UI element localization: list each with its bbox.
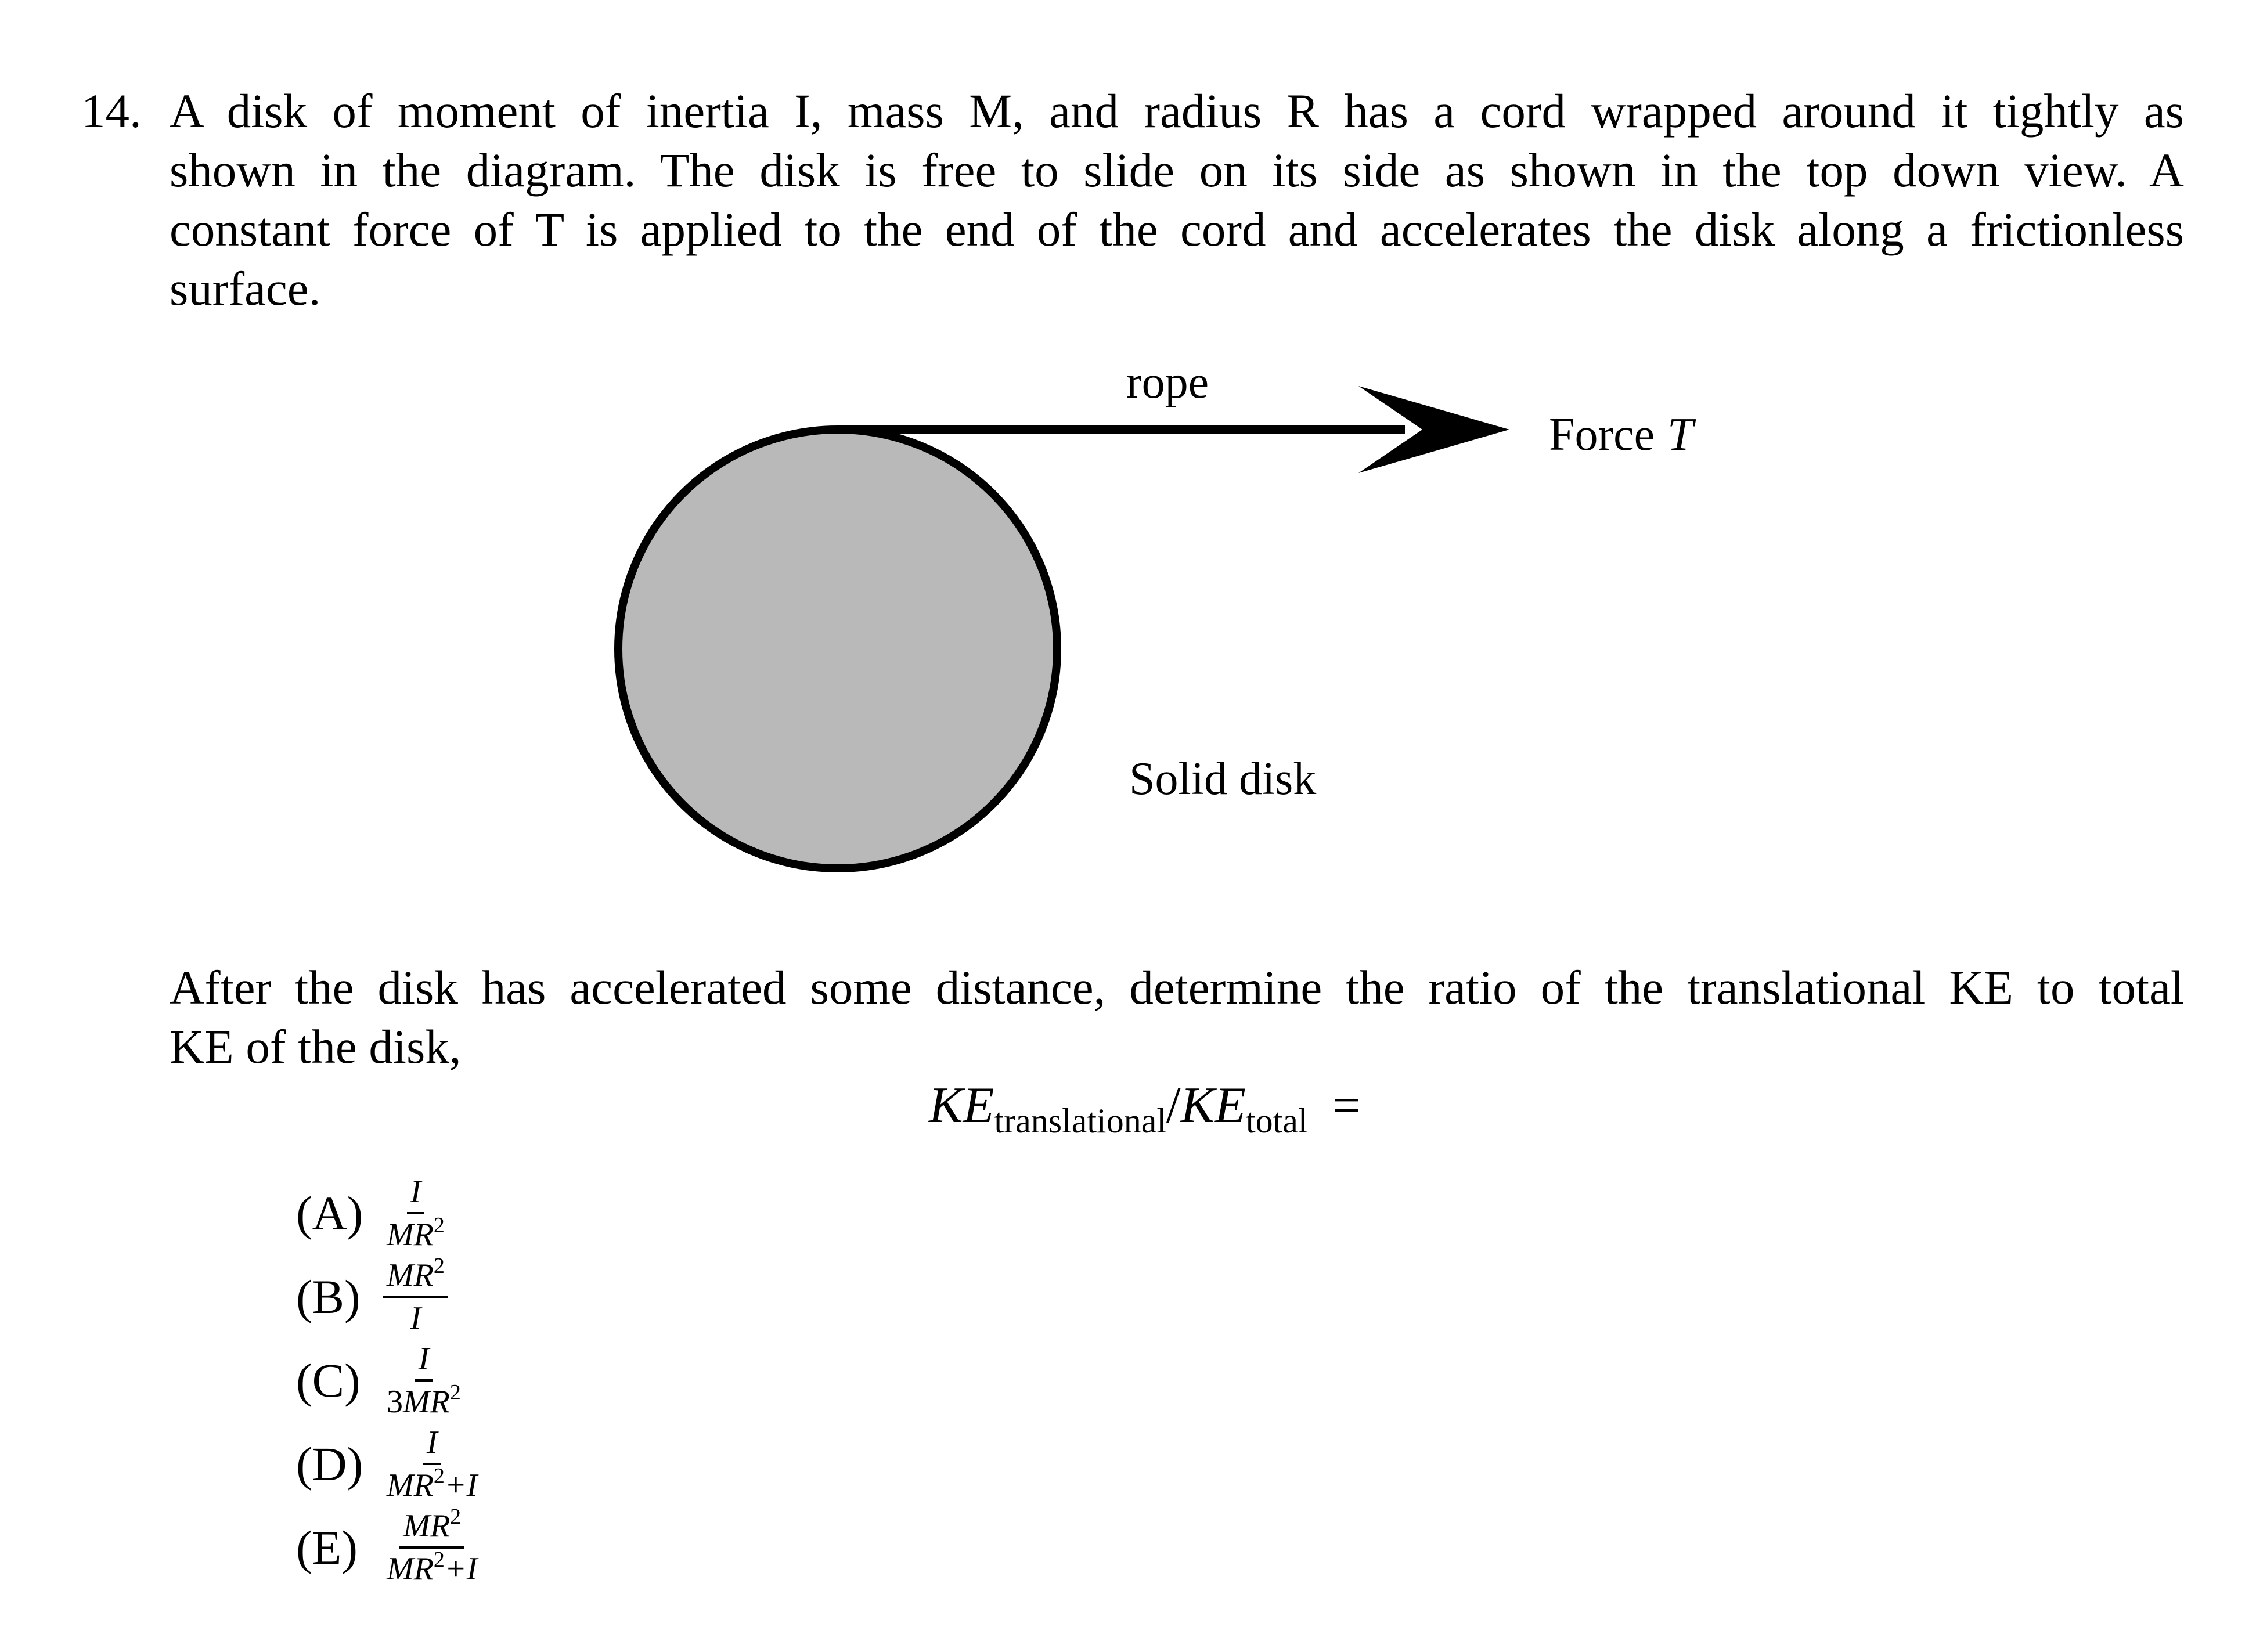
ke-symbol-1: KE (929, 1077, 994, 1134)
choice-a-fraction: I MR2 (383, 1174, 448, 1253)
choice-d-denominator: MR2+I (383, 1465, 481, 1503)
choice-e-fraction: MR2 MR2+I (383, 1505, 481, 1587)
force-arrowhead (1358, 386, 1509, 473)
choice-d-num-text: I (426, 1424, 438, 1460)
choice-a-denominator: MR2 (383, 1214, 448, 1253)
choice-c-den-prefix: 3 (387, 1384, 403, 1420)
choice-a-numerator: I (406, 1174, 425, 1214)
choice-c-den-base: MR (403, 1384, 450, 1420)
choice-b-den-base: I (410, 1300, 421, 1336)
choice-b-numerator: MR2 (383, 1254, 448, 1298)
question-text: A disk of moment of inertia I, mass M, a… (170, 81, 2184, 318)
choice-d-label: (D) (296, 1437, 363, 1491)
followup-line-2: KE of the disk, (170, 1017, 2184, 1076)
followup-line-1: After the disk has accelerated some dist… (170, 958, 2184, 1017)
choice-b[interactable]: (B) MR2 I (296, 1254, 481, 1337)
choice-e[interactable]: (E) MR2 MR2+I (296, 1505, 481, 1588)
choice-d-den-base: MR (387, 1467, 434, 1503)
choice-c[interactable]: (C) I 3MR2 (296, 1340, 481, 1421)
choice-e-den-suffix: +I (444, 1551, 478, 1587)
followup-text: After the disk has accelerated some dist… (170, 958, 2184, 1076)
question-line-2: shown in the diagram. The disk is free t… (170, 140, 2184, 200)
answer-choices: (A) I MR2 (B) MR2 I (C) I 3MR2 (D) I (296, 1173, 481, 1590)
force-label-word: Force (1549, 409, 1655, 460)
force-symbol: T (1667, 409, 1696, 460)
choice-c-denominator: 3MR2 (383, 1382, 464, 1420)
choice-d-numerator: I (423, 1424, 441, 1465)
question-line-1-text: A disk of moment of inertia I, mass M, a… (170, 84, 2184, 138)
choice-b-label: (B) (296, 1270, 361, 1323)
choice-e-den-power: 2 (433, 1548, 445, 1572)
choice-c-num-text: I (418, 1341, 430, 1377)
choice-d-den-suffix: +I (444, 1467, 478, 1503)
choice-e-den-base: MR (387, 1551, 434, 1587)
choice-a-label: (A) (296, 1186, 363, 1240)
choice-a-num-text: I (410, 1174, 421, 1210)
choice-d-den-power: 2 (433, 1464, 445, 1488)
choice-b-num-text: MR (387, 1257, 434, 1293)
choice-d[interactable]: (D) I MR2+I (296, 1423, 481, 1505)
question-line-4-text: surface. (170, 262, 321, 315)
choice-e-numerator: MR2 (399, 1505, 465, 1549)
followup-line-2-text: KE of the disk, (170, 1020, 462, 1073)
question-number: 14. (81, 84, 142, 138)
question-line-2-text: shown in the diagram. The disk is free t… (170, 143, 2184, 197)
choice-b-denominator: I (407, 1298, 425, 1336)
choice-e-denominator: MR2+I (383, 1549, 481, 1587)
choice-c-fraction: I 3MR2 (383, 1341, 464, 1420)
equation-slash: / (1166, 1077, 1181, 1134)
choice-e-num-power: 2 (450, 1505, 462, 1529)
question-line-4: surface. (170, 259, 2184, 318)
equation-equals: = (1332, 1077, 1361, 1134)
choice-b-num-power: 2 (433, 1254, 445, 1278)
question-line-1: A disk of moment of inertia I, mass M, a… (170, 81, 2184, 140)
question-line-3: constant force of T is applied to the en… (170, 200, 2184, 259)
disk-label: Solid disk (1129, 753, 1316, 805)
choice-a-den-base: MR (387, 1217, 434, 1253)
ratio-equation: KEtranslational/KEtotal = (929, 1074, 1361, 1153)
ke-symbol-2: KE (1180, 1077, 1246, 1134)
ke-subscript-total: total (1245, 1102, 1308, 1140)
choice-d-fraction: I MR2+I (383, 1424, 481, 1503)
choice-a-den-power: 2 (433, 1213, 445, 1238)
choice-b-fraction: MR2 I (383, 1254, 448, 1336)
question-line-3-text: constant force of T is applied to the en… (170, 203, 2184, 256)
rope-label: rope (1126, 357, 1209, 408)
followup-line-1-text: After the disk has accelerated some dist… (170, 961, 2184, 1014)
choice-c-den-power: 2 (449, 1380, 461, 1405)
choice-a[interactable]: (A) I MR2 (296, 1173, 481, 1254)
choice-c-label: (C) (296, 1354, 361, 1407)
choice-c-numerator: I (415, 1341, 433, 1382)
choice-e-num-text: MR (403, 1508, 451, 1544)
choice-e-label: (E) (296, 1521, 358, 1574)
solid-disk (614, 425, 1061, 872)
ke-subscript-translational: translational (994, 1102, 1167, 1140)
